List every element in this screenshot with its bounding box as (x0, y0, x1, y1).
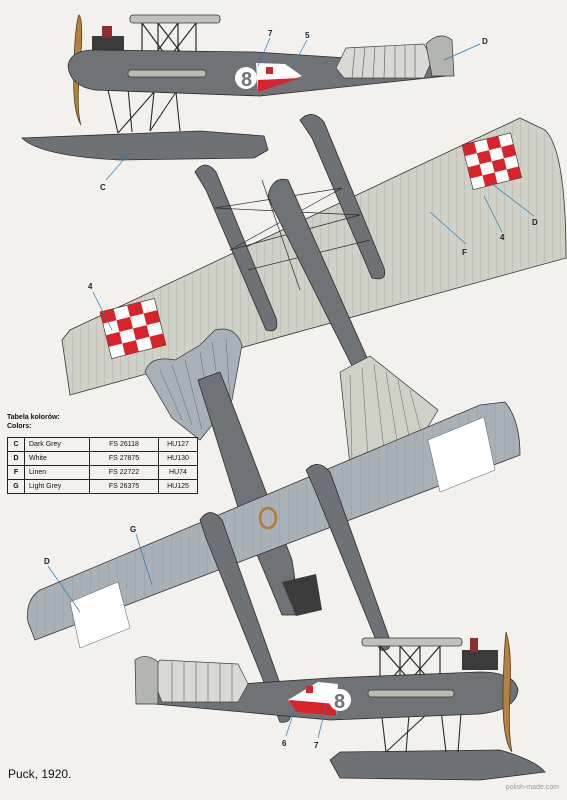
callout-lines (47, 37, 535, 739)
upper-wing (129, 14, 221, 24)
aircraft-number-top: 8 (241, 69, 252, 91)
number-disc (235, 67, 257, 89)
callout-c-top: C (100, 183, 106, 192)
table-row: G Light Grey FS 26375 HU125 (7, 479, 198, 494)
bottom-profile-float (329, 749, 546, 781)
fs-code: FS 26375 (89, 479, 159, 494)
side-profile-top (21, 14, 455, 161)
top-view (61, 114, 567, 466)
top-wing-chequer-right (461, 132, 523, 190)
fs-code: FS 27875 (89, 451, 159, 466)
hu-code: HU74 (158, 465, 198, 480)
bottom-profile-tailplane (149, 659, 249, 703)
color-legend: Tabela kolorów: Colors: C Dark Grey FS 2… (7, 413, 198, 494)
engine (92, 36, 124, 50)
hu-code: HU127 (158, 437, 198, 452)
legend-title-pl: Tabela kolorów: (7, 414, 60, 421)
color-code: D (7, 451, 25, 466)
caption: Puck, 1920. (8, 767, 72, 781)
table-row: C Dark Grey FS 26118 HU127 (7, 437, 198, 452)
float (21, 130, 269, 161)
bottom-engine (282, 574, 322, 616)
callout-f: F (462, 248, 467, 257)
top-float-left (194, 164, 278, 332)
callout-7-top: 7 (268, 29, 273, 38)
callout-4-left: 4 (88, 282, 93, 291)
callout-7-bottom: 7 (314, 741, 319, 750)
bottom-view (27, 328, 521, 723)
color-name: Linen (24, 465, 90, 480)
callout-g: G (130, 525, 136, 534)
table-row: F Linen FS 22722 HU74 (7, 465, 198, 480)
callout-4-right: 4 (500, 233, 505, 242)
bottom-profile-engine (462, 650, 498, 670)
hu-code: HU130 (158, 451, 198, 466)
cockpit (258, 506, 278, 530)
fs-code: FS 22722 (89, 465, 159, 480)
callout-6-bottom: 6 (282, 739, 287, 748)
callout-d-right: D (532, 218, 538, 227)
bottom-profile-number-disc (329, 689, 351, 711)
aircraft-number-bottom: 8 (334, 691, 345, 713)
callout-5-top: 5 (305, 31, 310, 40)
color-table: C Dark Grey FS 26118 HU127 D White FS 27… (7, 437, 198, 494)
fs-code: FS 26118 (89, 437, 159, 452)
hu-code: HU125 (158, 479, 198, 494)
color-name: Dark Grey (24, 437, 90, 452)
bottom-profile-rudder (134, 656, 159, 705)
top-float-right (299, 114, 386, 280)
rudder (425, 35, 455, 77)
bottom-profile-upper-wing (361, 637, 463, 647)
bottom-wing-white-right (427, 416, 496, 493)
callout-d-bottom: D (44, 557, 50, 566)
lower-wing (127, 69, 207, 78)
color-code: F (7, 465, 25, 480)
legend-title-en: Colors: (7, 423, 32, 430)
color-code: C (7, 437, 25, 452)
table-row: D White FS 27875 HU130 (7, 451, 198, 466)
callout-d-top: D (482, 37, 488, 46)
color-name: Light Grey (24, 479, 90, 494)
top-wing-chequer-left (99, 298, 167, 359)
credit: polish-made.com (505, 784, 559, 791)
bottom-wing-white-left (69, 581, 131, 649)
color-code: G (7, 479, 25, 494)
color-name: White (24, 451, 90, 466)
bottom-profile-propeller (502, 631, 513, 753)
